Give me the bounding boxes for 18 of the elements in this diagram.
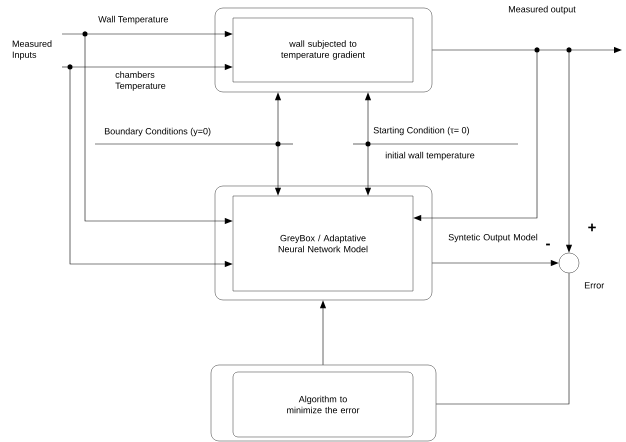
sign-label: + [588, 224, 596, 232]
summing-junction [558, 252, 580, 274]
process-box: Algorithm to minimize the error [232, 372, 414, 438]
outer-frame [210, 364, 436, 442]
node-caption: Error [584, 282, 604, 288]
process-box: wall subjected to temperature gradient [232, 18, 414, 82]
sign-label: - [546, 244, 550, 246]
edge-label: initial wall temperature [386, 152, 474, 160]
edge-label: Wall Temperature [98, 16, 168, 24]
outer-frame [214, 186, 432, 300]
outer-frame [214, 8, 432, 92]
edge-label: Measured output [508, 6, 576, 14]
text-label: Measured Inputs [12, 40, 52, 60]
edge-label: chambers Temperature [115, 71, 166, 91]
edge-label: Boundary Conditions (y=0) [104, 128, 210, 136]
edge-label: Syntetic Output Model [448, 234, 538, 242]
edge-label: Starting Condition (τ= 0) [374, 126, 469, 136]
process-box: GreyBox / Adaptative Neural Network Model [232, 196, 414, 292]
